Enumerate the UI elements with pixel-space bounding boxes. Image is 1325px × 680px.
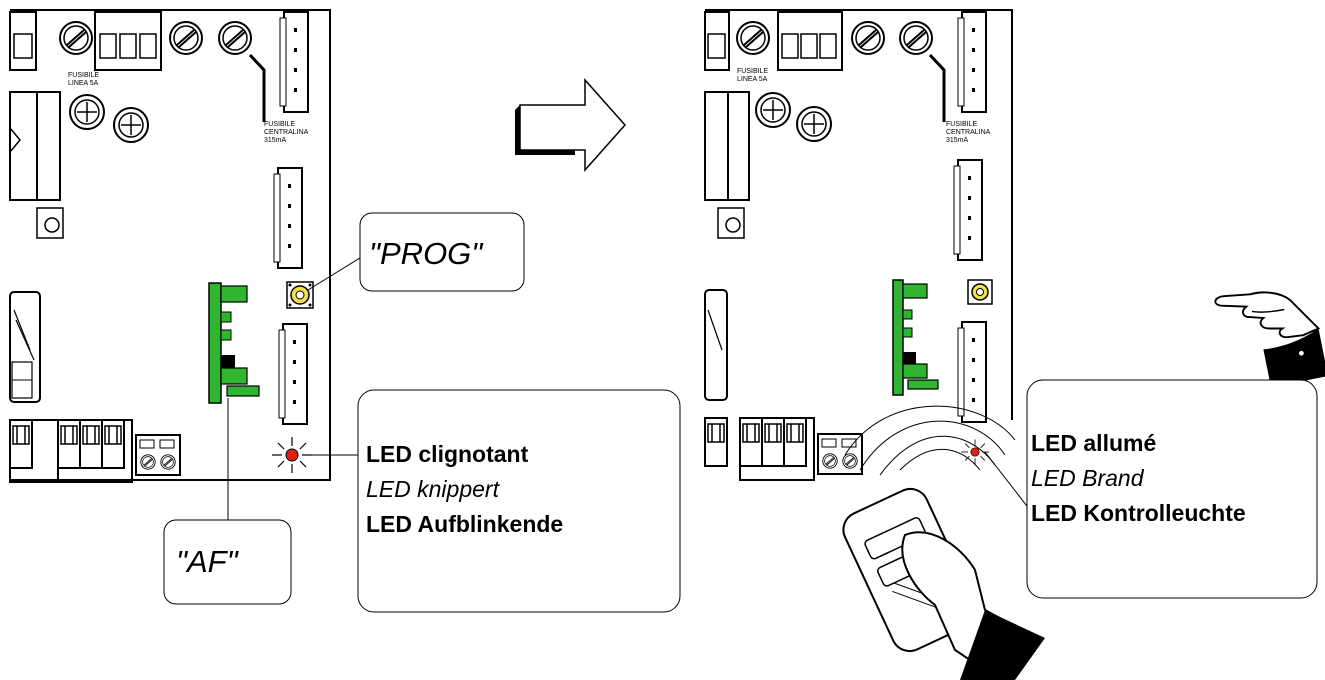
right-fuse-line-label-2: LINEA 5A xyxy=(737,76,768,83)
left-led-text-nl: LED knippert xyxy=(366,476,501,502)
right-pressing-hand xyxy=(1214,291,1325,389)
right-led-text-nl: LED Brand xyxy=(1031,465,1145,491)
left-board: FUSIBILE LINEA 5A FUSIBILE CENTRALINA 31… xyxy=(9,9,331,483)
left-led-text-de: LED Aufblinkende xyxy=(366,511,563,537)
radio-waves-icon xyxy=(844,405,1016,476)
right-board: FUSIBILE LINEA 5A FUSIBILE CENTRALINA 31… xyxy=(704,9,1325,481)
prog-button xyxy=(286,281,314,309)
af-callout: "AF" xyxy=(163,398,292,605)
fuse-line-label-2: LINEA 5A xyxy=(68,80,99,87)
prog-callout: "PROG" xyxy=(307,212,525,292)
remote-control-icon xyxy=(842,487,1045,680)
arrow-right-icon xyxy=(515,78,627,172)
af-callout-text: "AF" xyxy=(176,544,240,579)
right-fuse-ctrl-label-3: 315mA xyxy=(946,137,969,144)
fuse-ctrl-label-2: CENTRALINA xyxy=(264,129,309,136)
right-led-text-de: LED Kontrolleuchte xyxy=(1031,500,1246,526)
fuse-line-label-1: FUSIBILE xyxy=(68,72,99,79)
right-fuse-ctrl-label-1: FUSIBILE xyxy=(946,121,977,128)
right-fuse-ctrl-label-2: CENTRALINA xyxy=(946,129,991,136)
right-af-radio-module xyxy=(892,279,939,396)
right-led-textbox: LED allumé LED Brand LED Kontrolleuchte xyxy=(984,379,1318,599)
right-prog-button xyxy=(967,279,993,305)
right-led-text-fr: LED allumé xyxy=(1031,430,1156,456)
fuse-ctrl-label-3: 315mA xyxy=(264,137,287,144)
left-led-textbox: LED clignotant LED knippert LED Aufblink… xyxy=(305,389,681,613)
fuse-ctrl-label-1: FUSIBILE xyxy=(264,121,295,128)
right-fuse-line-label-1: FUSIBILE xyxy=(737,68,768,75)
right-led-lit xyxy=(960,438,990,466)
prog-callout-text: "PROG" xyxy=(369,236,484,271)
left-led-text-fr: LED clignotant xyxy=(366,441,529,467)
af-radio-module xyxy=(208,282,260,404)
